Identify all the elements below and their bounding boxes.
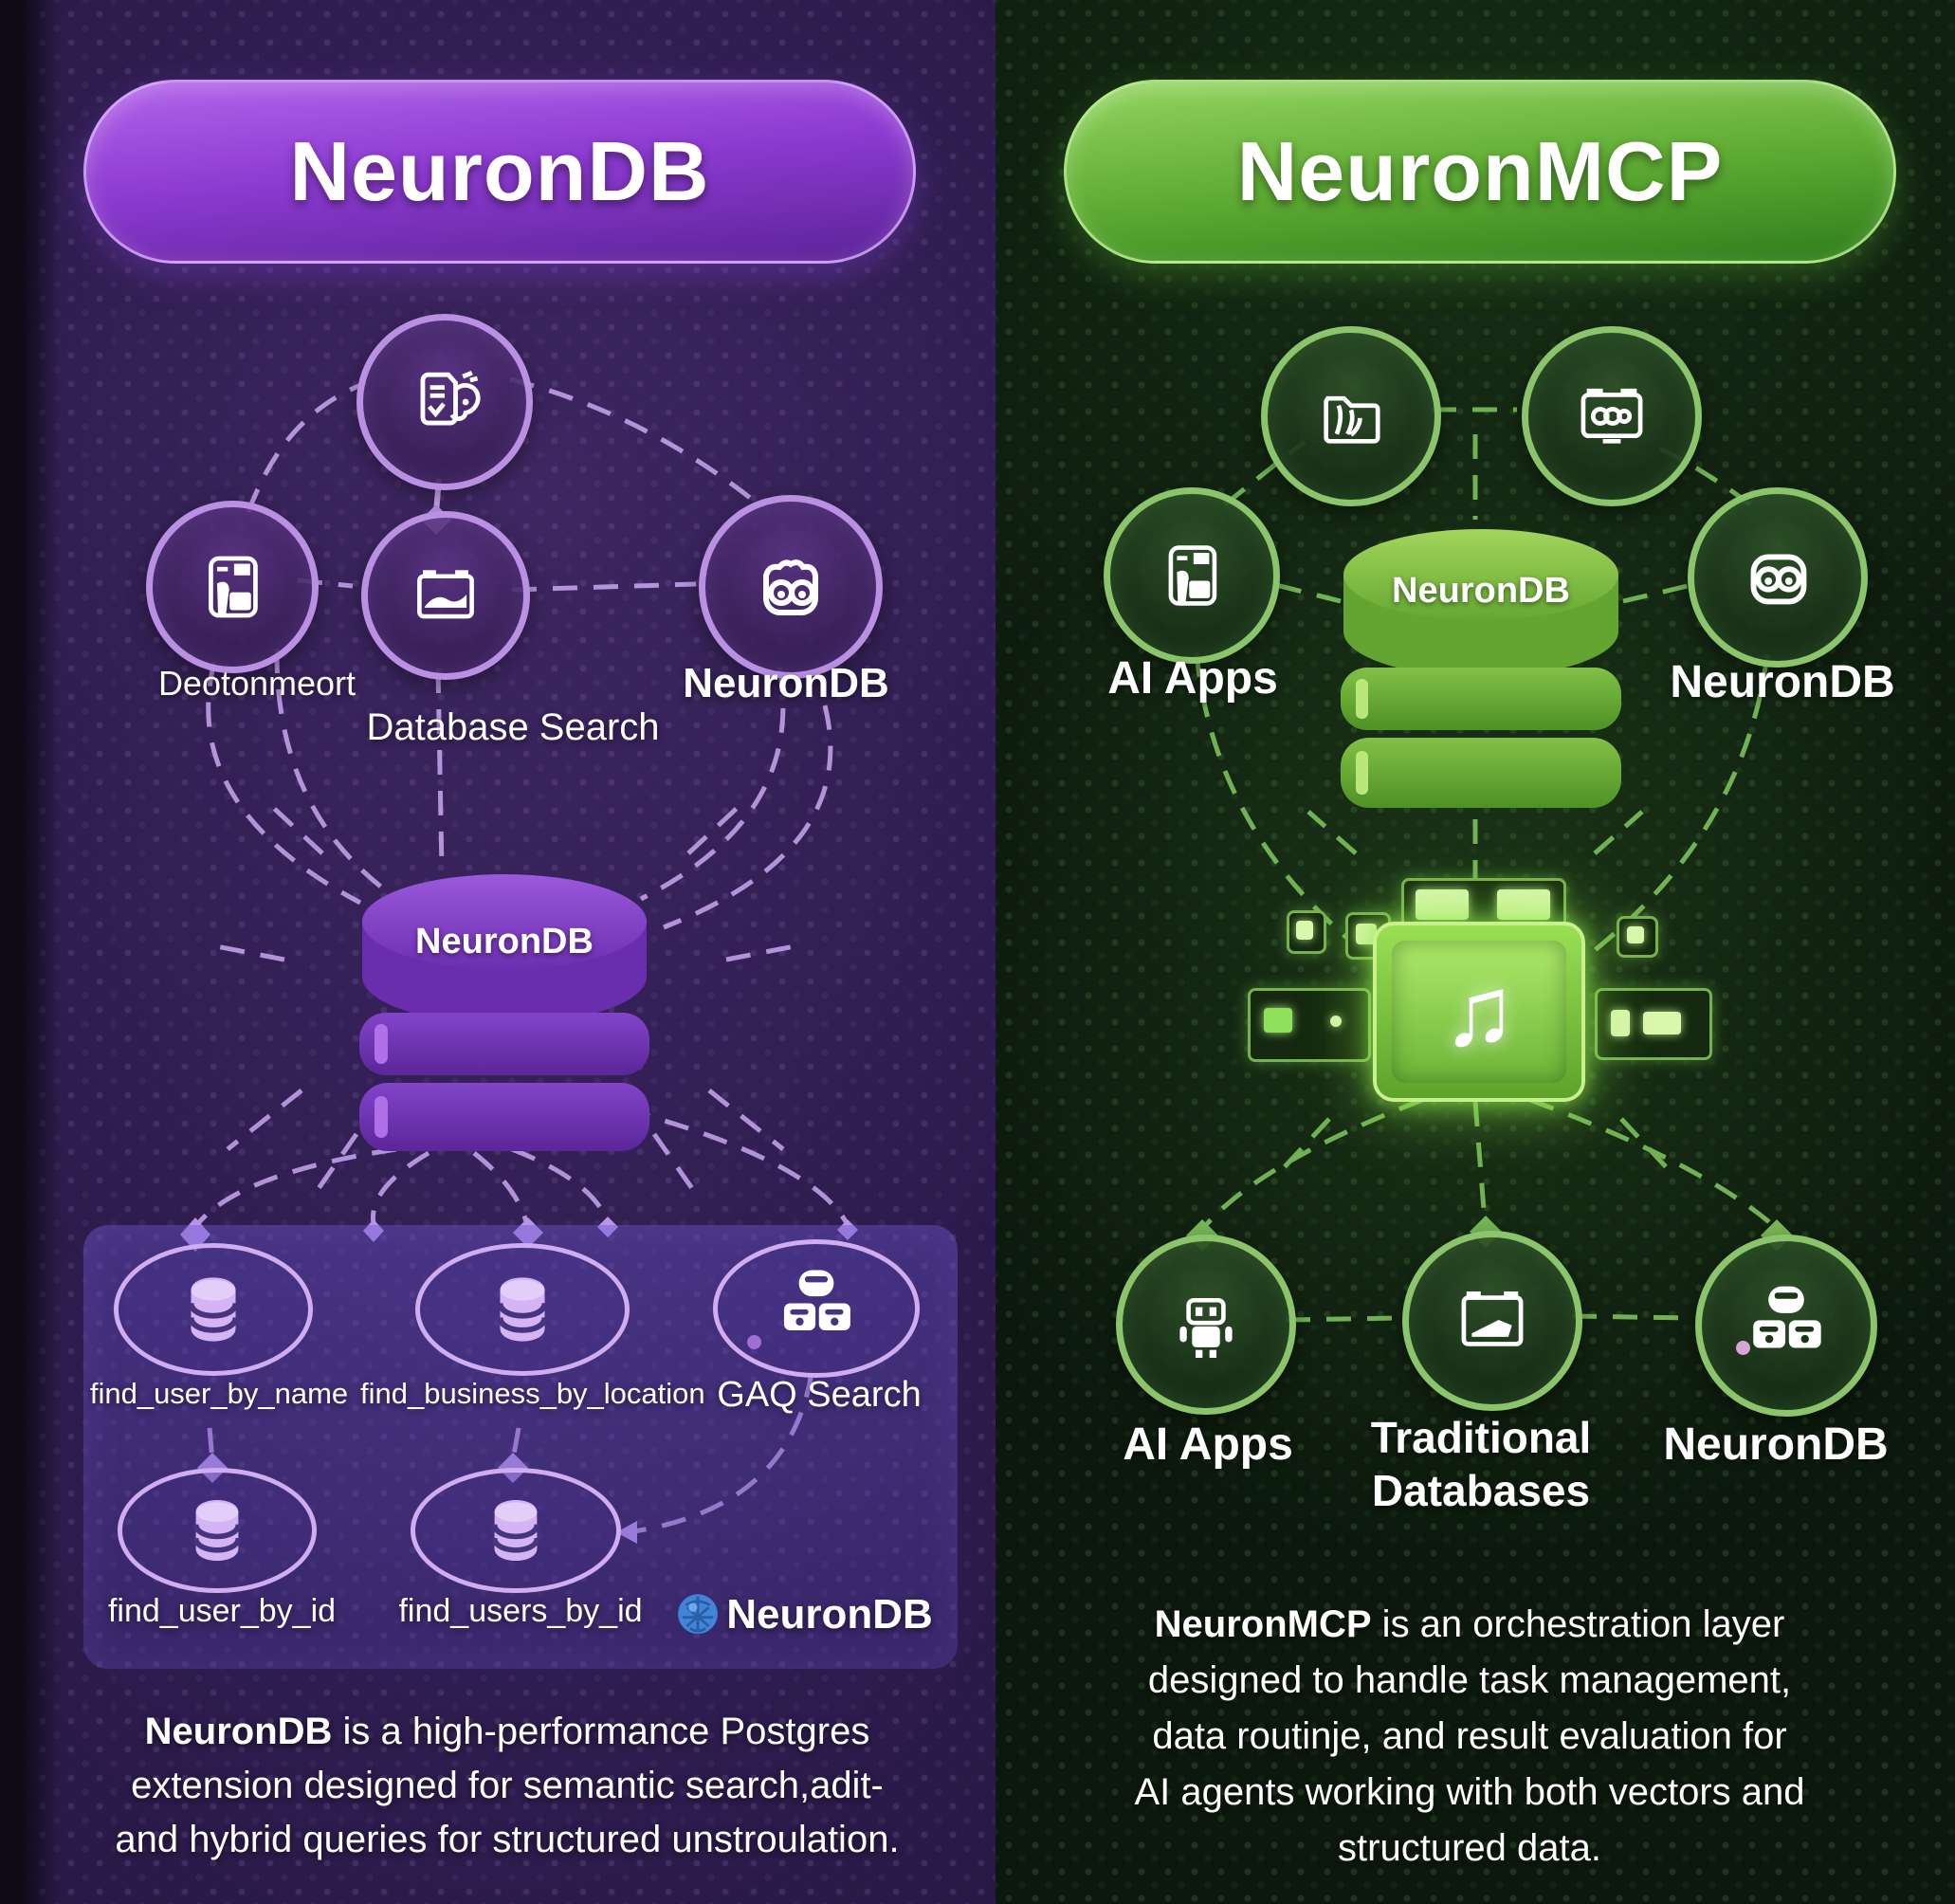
chip-module-left [1248,988,1371,1062]
bottom-label-ai-apps: AI Apps [1123,1419,1293,1470]
orchestrator-chip: ♫ [1373,922,1585,1102]
tool-find-users-by-id [411,1468,621,1593]
chip-square-left [1287,910,1326,954]
node-neurondb-left-label: NeuronDB [683,660,889,706]
tool-label-1: find_user_by_name [89,1377,349,1410]
database-icon [478,1492,554,1568]
containers-icon [1742,1281,1831,1370]
neurondb-title: NeuronDB [289,124,710,218]
machine-icon [1148,532,1235,619]
node-documents [356,314,533,490]
brand-wordmark: NeuronDB [726,1591,933,1638]
node-neurondb-bottom [1695,1235,1877,1417]
node-database-search [361,511,530,680]
pink-dot [1736,1341,1750,1355]
cylinder-label-left: NeuronDB [415,922,594,961]
tool-label-5: find_users_by_id [398,1593,643,1629]
node-screen-gears [1522,326,1702,506]
neuronmcp-description-lead: NeuronMCP [1154,1603,1372,1645]
folder-icon [1306,372,1396,461]
neuronmcp-title-pill: NeuronMCP [1064,80,1896,264]
node-neurondb-left [699,495,883,679]
screen-gears-icon [1567,372,1656,461]
tool-find-user-by-name [114,1243,313,1376]
cylinder-label-right: NeuronDB [1392,571,1570,611]
neurondb-cylinder: NeuronDB [359,872,649,1157]
tool-label-2: find_business_by_location [360,1377,705,1410]
containers-icon [773,1265,860,1352]
owl-mask-icon [743,540,838,634]
neurondb-title-pill: NeuronDB [83,80,916,264]
node-database-search-label: Database Search [366,706,660,748]
neuronmcp-title: NeuronMCP [1236,124,1724,218]
database-icon [483,1270,562,1349]
chip-module-right [1595,988,1712,1060]
owl-mask-icon [1731,531,1824,624]
machine-icon [188,542,277,632]
screen-flag-icon [1448,1276,1537,1365]
node-folder [1261,326,1441,506]
database-icon [174,1270,253,1349]
documents-icon [399,357,490,448]
neurondb-cylinder-green: NeuronDB [1341,527,1621,815]
robot-icon [1162,1281,1250,1368]
node-neurondb-right-label: NeuronDB [1670,657,1895,707]
accent-dot [747,1335,761,1349]
screen-wave-icon [402,552,489,639]
neurondb-description-lead: NeuronDB [144,1711,333,1752]
node-deployment-label: Deotonmeort [157,664,356,703]
node-ai-apps-bottom [1116,1235,1296,1415]
tool-label-4: find_user_by_id [107,1593,337,1629]
neurondb-logo [670,1585,725,1640]
node-neurondb-right [1688,487,1868,668]
tool-find-user-by-id [118,1468,317,1593]
tool-find-business-by-location [415,1243,630,1376]
chip-square-right [1617,916,1658,958]
bottom-label-neurondb: NeuronDB [1663,1419,1889,1470]
node-ai-apps-top [1104,487,1280,664]
tool-gaq-search [713,1239,920,1378]
neurondb-description: NeuronDB is a high-performance Postgres … [115,1711,900,1860]
node-deployment [146,501,319,673]
music-chip-icon: ♫ [1442,957,1516,1067]
node-ai-apps-top-label: AI Apps [1107,653,1278,704]
neuronmcp-description: NeuronMCP is an orchestration layer desi… [1134,1603,1805,1869]
bottom-label-traditional-databases: Traditional Databases [1370,1413,1592,1515]
tool-label-3: GAQ Search [717,1375,922,1415]
database-icon [179,1492,255,1568]
node-traditional-databases [1402,1231,1582,1411]
